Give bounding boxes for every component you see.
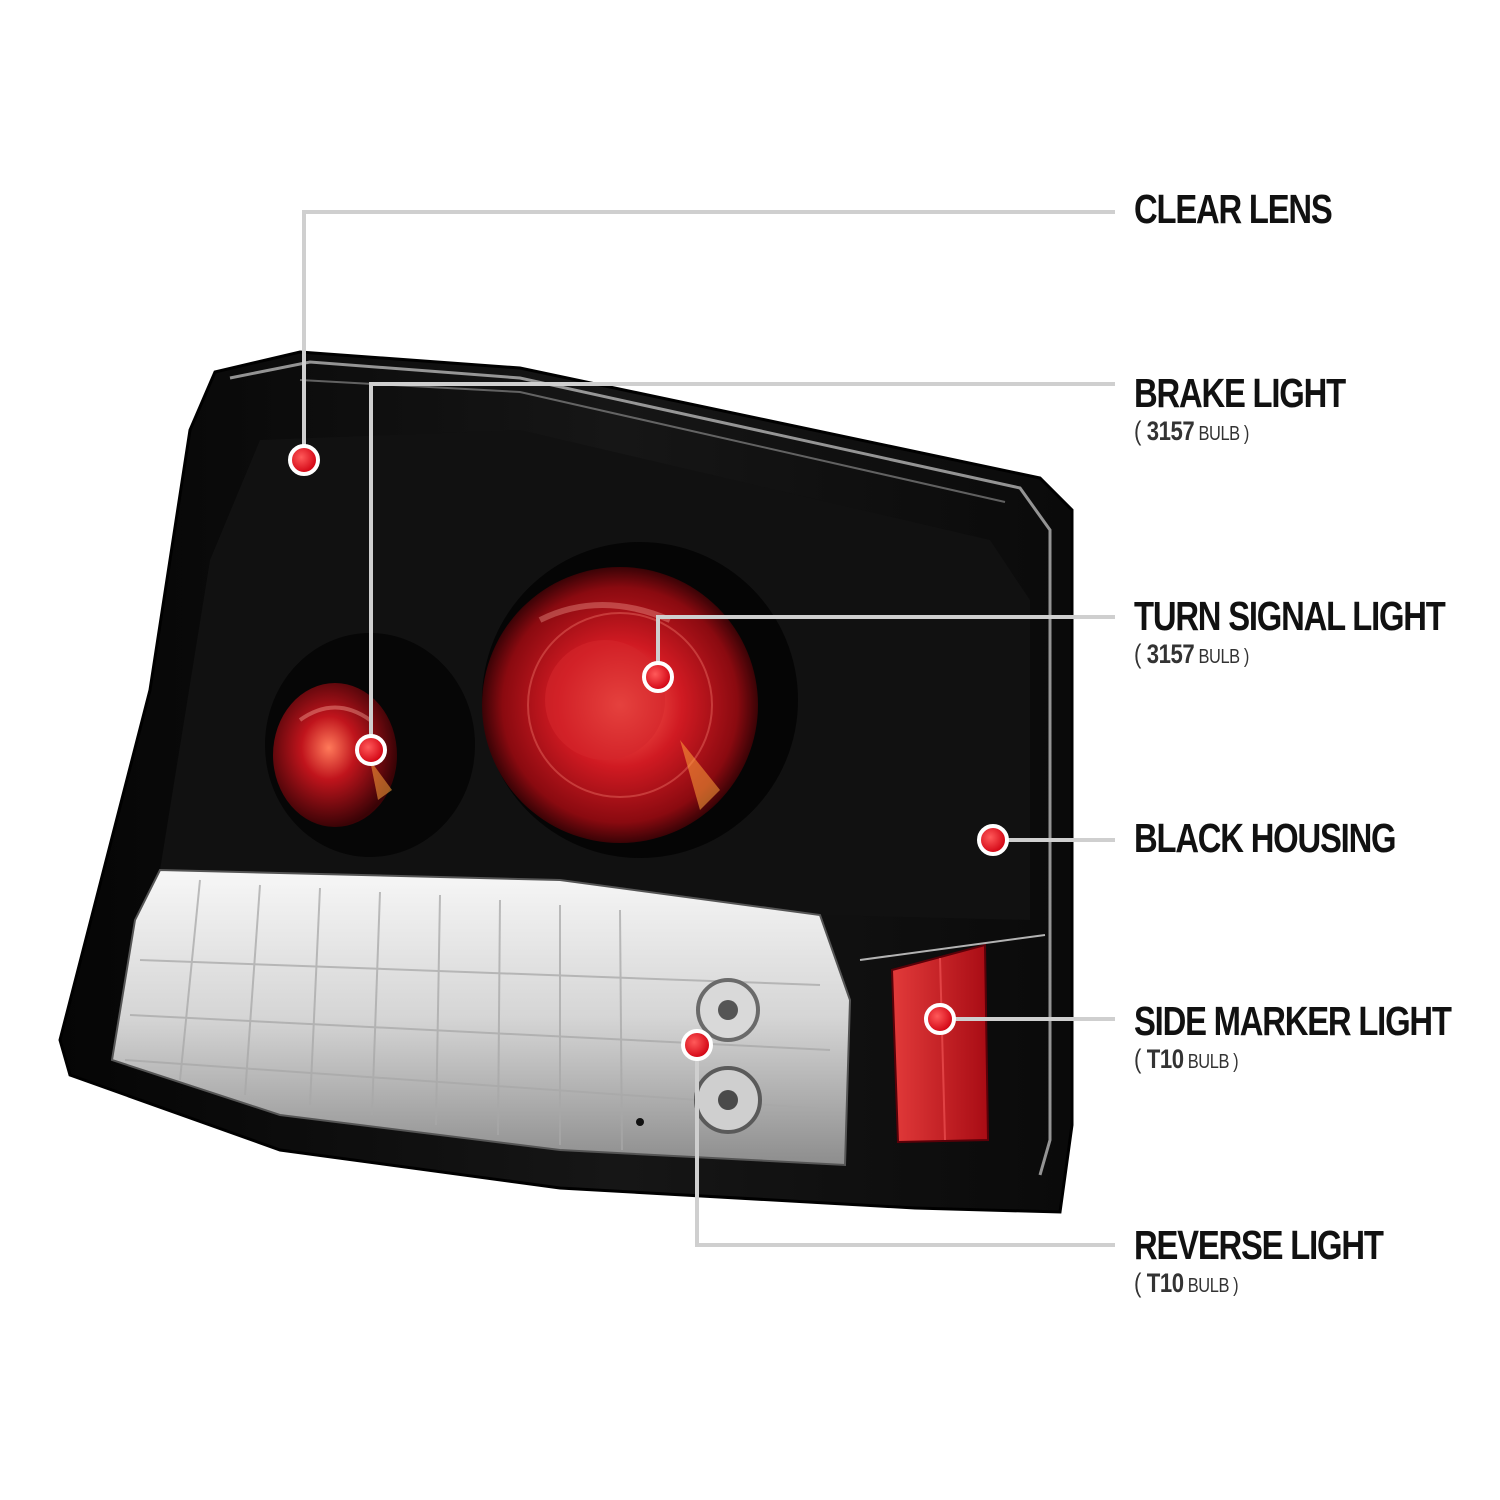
marker-dot-brake-light <box>355 734 387 766</box>
leader-turn-signal <box>656 615 1115 677</box>
callout-turn-signal-light-bulb: ( 3157 BULB ) <box>1134 639 1249 669</box>
leader-brake-light <box>369 382 1115 750</box>
callout-side-marker-light-bulb: ( T10 BULB ) <box>1134 1044 1239 1074</box>
reverse-light-chrome <box>110 868 852 1167</box>
callout-clear-lens-name: CLEAR LENS <box>1134 186 1333 232</box>
clear-lens-rim <box>229 360 1052 1176</box>
marker-dot-clear-lens <box>288 444 320 476</box>
marker-dot-side-marker <box>924 1003 956 1035</box>
callout-turn-signal-light: TURN SIGNAL LIGHT ( 3157 BULB ) <box>1134 593 1500 672</box>
marker-dot-turn-signal <box>642 661 674 693</box>
callout-side-marker-light-name: SIDE MARKER LIGHT <box>1134 998 1452 1044</box>
callout-brake-light-name: BRAKE LIGHT <box>1134 370 1346 416</box>
callout-reverse-light-name: REVERSE LIGHT <box>1134 1222 1384 1268</box>
callout-markers <box>288 444 1009 1061</box>
callout-clear-lens: CLEAR LENS <box>1134 186 1381 232</box>
leader-clear-lens <box>302 210 1115 460</box>
callout-brake-light: BRAKE LIGHT ( 3157 BULB ) <box>1134 370 1398 449</box>
leader-reverse-light <box>695 1045 1115 1247</box>
callout-black-housing: BLACK HOUSING <box>1134 815 1461 861</box>
callout-black-housing-name: BLACK HOUSING <box>1134 815 1397 861</box>
brake-light-lens <box>273 683 397 827</box>
marker-dot-reverse-light <box>681 1029 713 1061</box>
callout-reverse-light: REVERSE LIGHT ( T10 BULB ) <box>1134 1222 1445 1301</box>
callout-reverse-light-bulb: ( T10 BULB ) <box>1134 1268 1239 1298</box>
callout-side-marker-light: SIDE MARKER LIGHT ( T10 BULB ) <box>1134 998 1500 1077</box>
leader-lines <box>302 210 1115 1247</box>
callout-turn-signal-light-name: TURN SIGNAL LIGHT <box>1134 593 1446 639</box>
side-marker-lens <box>890 943 990 1144</box>
marker-dot-black-housing <box>977 824 1009 856</box>
callout-brake-light-bulb: ( 3157 BULB ) <box>1134 416 1249 446</box>
